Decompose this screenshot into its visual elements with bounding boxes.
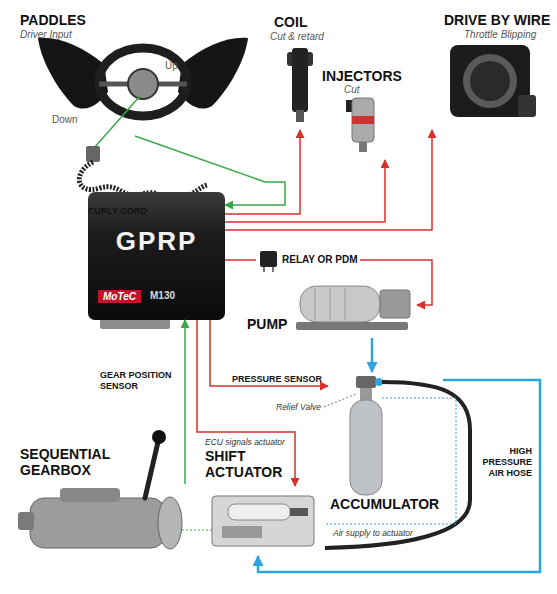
shift-lever	[145, 442, 158, 498]
injector-body	[352, 98, 374, 142]
node-subtitle: Driver Input	[20, 29, 72, 40]
node-title: SEQUENTIAL GEARBOX	[20, 446, 130, 478]
gearbox-case	[30, 498, 165, 548]
accumulator-node: ACCUMULATOR	[328, 372, 443, 514]
shift-knob	[152, 430, 166, 444]
node-title: ACCUMULATOR	[330, 496, 439, 512]
pump-base	[296, 322, 408, 330]
node-title: RELAY OR PDM	[282, 254, 358, 265]
injector-tip	[359, 142, 367, 152]
actuator-valve	[290, 508, 308, 516]
gearbox-shaft	[18, 512, 34, 530]
node-title: SHIFT ACTUATOR	[205, 448, 300, 480]
coil-body	[292, 48, 308, 112]
signal-label: GEAR POSITION SENSOR	[100, 370, 182, 392]
gearbox-cover	[60, 488, 120, 502]
relay-pin	[272, 267, 274, 272]
actuator-mount	[222, 526, 262, 538]
pump-node: PUMP	[245, 278, 417, 338]
cord-plug	[86, 146, 100, 162]
throttle-motor	[518, 95, 536, 117]
signal-connector	[210, 320, 328, 386]
ecu-connector	[100, 319, 170, 329]
gearbox-bell	[158, 497, 182, 549]
note-label: Air supply to actuator	[333, 528, 413, 538]
pump-fin	[315, 288, 316, 320]
drive-by-wire-node: DRIVE BY WIREThrottle Blipping	[410, 10, 550, 130]
ecu-box: GPRP MoTeC M130	[88, 192, 225, 320]
signal-connector	[225, 160, 385, 222]
signal-connector	[258, 380, 540, 572]
node-subtitle: Cut	[344, 84, 360, 95]
accumulator-valve	[356, 376, 376, 388]
actuator-cylinder	[228, 504, 290, 520]
node-title: COIL	[274, 14, 307, 30]
pump-fin	[330, 288, 331, 320]
actuator-plate	[212, 496, 314, 546]
hose-label: HIGH PRESSURE AIR HOSE	[470, 446, 532, 478]
node-subtitle: MoTeC	[98, 290, 141, 303]
coil-tip	[296, 110, 304, 122]
wheel-hub	[128, 69, 158, 99]
signal-connector	[225, 130, 432, 230]
injector-band	[352, 116, 374, 124]
wheel-spoke	[99, 82, 128, 87]
injectors-node: INJECTORSCut	[322, 66, 410, 160]
cord-label: CURLY CORD	[88, 206, 147, 217]
relay-pin	[263, 267, 265, 272]
node-subtitle: Cut & retard	[270, 31, 324, 42]
throttle-bore	[463, 54, 517, 108]
signal-connector	[197, 320, 295, 486]
node-title: PADDLES	[20, 12, 86, 28]
pump-fin	[345, 288, 346, 320]
pump-cylinder	[300, 286, 380, 322]
paddle-wire	[94, 96, 140, 148]
sensor-link	[182, 530, 212, 531]
wheel-spoke	[158, 82, 187, 87]
paddles-node: PADDLESDriver Input	[18, 8, 250, 136]
signal-connector	[360, 260, 432, 305]
node-title: GPRP	[88, 226, 225, 257]
throttle-plate	[470, 61, 510, 101]
relay-node: RELAY OR PDM	[256, 248, 360, 272]
air-hose	[325, 382, 470, 548]
paddle-label: Down	[52, 114, 78, 125]
signal-connector	[371, 338, 374, 372]
node-title: DRIVE BY WIRE	[444, 12, 550, 28]
signal-label: ECU signals actuator	[205, 437, 285, 447]
relay-symbol	[260, 251, 277, 267]
accumulator-bottle	[350, 400, 382, 495]
coil-node: COILCut & retard	[262, 12, 320, 130]
air-supply-line	[325, 398, 456, 524]
actuator-node: SHIFT ACTUATOR	[203, 486, 323, 556]
node-subtitle: M130	[150, 290, 175, 301]
signal-connector	[225, 259, 256, 261]
leader-line	[324, 394, 356, 407]
hose-fitting	[375, 378, 383, 386]
signal-connector	[225, 130, 300, 214]
wheel-rim	[99, 48, 187, 116]
part-label: Relief Valve	[276, 402, 321, 412]
signal-label: PRESSURE SENSOR	[232, 374, 322, 385]
pump-motor	[380, 290, 410, 318]
node-subtitle: Throttle Blipping	[464, 29, 536, 40]
node-title: PUMP	[247, 316, 287, 332]
paddle-label: Up	[165, 60, 178, 71]
signal-connector	[135, 136, 285, 205]
signal-connector	[184, 320, 186, 484]
gearbox-node: SEQUENTIAL GEARBOX	[18, 484, 198, 564]
node-title: INJECTORS	[322, 68, 402, 84]
